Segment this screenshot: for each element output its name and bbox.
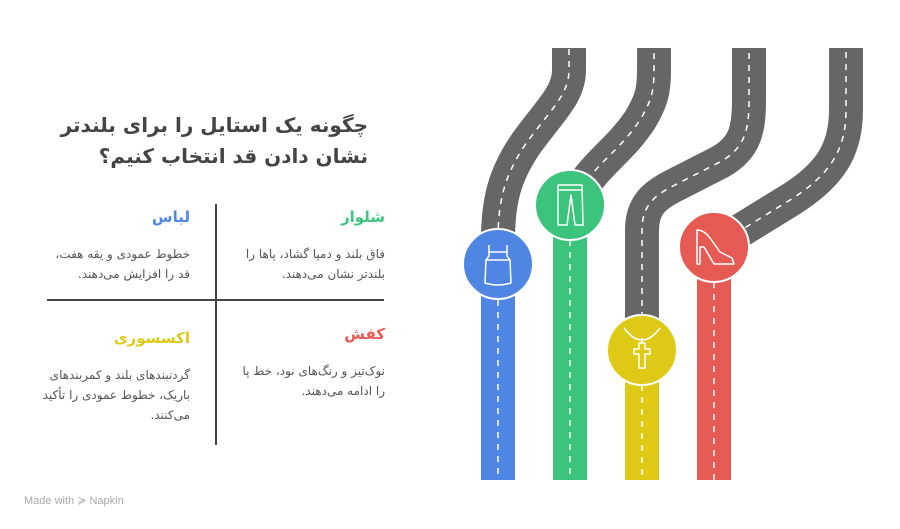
page-title: چگونه یک استایل را برای بلندتر نشان دادن…: [60, 113, 368, 168]
quadrant-pants: شلوار فاق بلند و دمپا گشاد، پاها را بلند…: [235, 208, 385, 284]
quadrant-accessory: اکسسوری گردنبندهای بلند و کمربندهای باری…: [40, 329, 190, 425]
quadrant-heading: اکسسوری: [113, 329, 190, 347]
high-heel-circle: [678, 211, 750, 283]
road-2-gray: [565, 48, 671, 200]
quadrant-dress: لباس خطوط عمودی و یقه هفت، قد را افزایش …: [40, 208, 190, 284]
quadrant-text: نوک‌تیز و رنگ‌های نود، خط پا را ادامه می…: [242, 364, 385, 398]
quadrant-shoes: کفش نوک‌تیز و رنگ‌های نود، خط پا را ادام…: [235, 325, 385, 401]
napkin-brand[interactable]: Napkin: [89, 495, 124, 507]
quadrant-heading: کفش: [344, 325, 385, 343]
road-2-color: [553, 205, 587, 480]
footer: Made with ≽ Napkin: [24, 494, 124, 507]
horizontal-divider: [47, 299, 384, 301]
made-with-label: Made with: [24, 495, 75, 507]
quadrant-text: فاق بلند و دمپا گشاد، پاها را بلندتر نشا…: [245, 247, 385, 281]
quadrant-text: گردنبندهای بلند و کمربندهای باریک، خطوط …: [42, 368, 190, 422]
dress-icon: [484, 245, 512, 286]
necklace-circle: [606, 314, 678, 386]
quadrant-heading: شلوار: [340, 208, 385, 226]
quadrant-text: خطوط عمودی و یقه هفت، قد را افزایش می‌ده…: [55, 247, 190, 281]
high-heel-icon: [696, 229, 735, 265]
quadrant-heading: لباس: [151, 208, 190, 226]
pants-icon: [557, 184, 584, 226]
napkin-logo-icon: ≽: [77, 495, 87, 507]
dress-circle: [462, 228, 534, 300]
necklace-icon: [623, 327, 661, 369]
vertical-divider: [215, 204, 217, 445]
